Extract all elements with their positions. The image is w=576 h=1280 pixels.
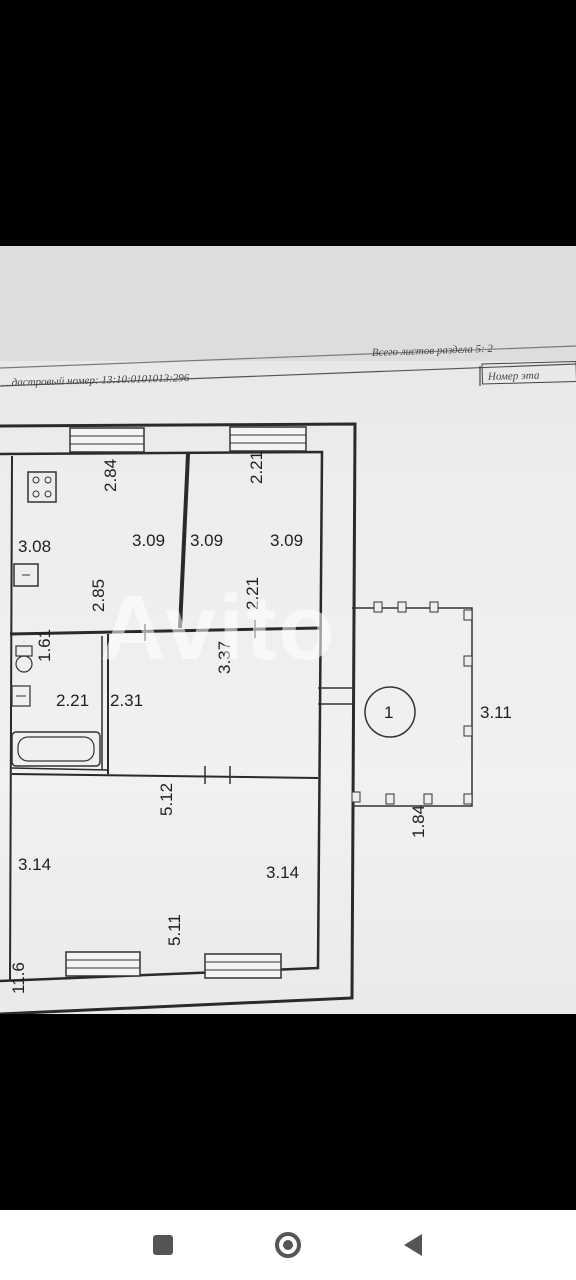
label-right-room-top: 2.21 (247, 451, 266, 484)
header-top-right: Всего листов раздела 5: 2 (372, 343, 494, 359)
header-floor-box: Номер эта (487, 370, 540, 383)
recents-button[interactable] (141, 1223, 185, 1267)
label-room-right: 3.09 (270, 531, 303, 550)
label-kitchen-top: 2.84 (101, 459, 120, 492)
label-porch-number: 1 (384, 703, 393, 722)
recents-square-icon (152, 1235, 173, 1255)
label-room-bottom: 2.21 (243, 577, 262, 610)
back-button[interactable] (391, 1223, 435, 1267)
home-button[interactable] (266, 1223, 310, 1267)
label-big-room-bottom: 5.11 (165, 914, 184, 946)
home-circle-icon (274, 1232, 301, 1258)
floor-plan-drawing: Всего листов раздела 5: 2 …дастровый ном… (0, 246, 576, 1014)
android-navigation-bar (0, 1210, 576, 1280)
label-wc: 1.61 (35, 629, 54, 662)
label-kitchen-right: 3.09 (132, 531, 165, 550)
label-big-room-left: 3.14 (18, 855, 51, 874)
back-triangle-icon (404, 1234, 423, 1256)
label-corridor-center: 3.37 (215, 641, 234, 674)
floor-plan-photo: Всего листов раздела 5: 2 …дастровый ном… (0, 246, 576, 1014)
label-big-room-top: 5.12 (157, 783, 176, 816)
label-porch-right: 3.11 (480, 703, 512, 722)
header-cadastral: …дастровый номер: 13:10:0101013:296 (2, 372, 190, 389)
label-porch-bottom: 1.84 (409, 805, 428, 838)
label-kitchen-left: 3.08 (18, 537, 51, 556)
label-kitchen-bottom: 2.85 (89, 579, 108, 612)
label-big-room-right: 3.14 (266, 863, 299, 882)
label-bath-width: 2.21 (56, 691, 89, 710)
label-room-left: 3.09 (190, 531, 223, 550)
label-outer-left: 11.6 (9, 962, 28, 994)
label-corridor-left: 2.31 (110, 691, 143, 710)
